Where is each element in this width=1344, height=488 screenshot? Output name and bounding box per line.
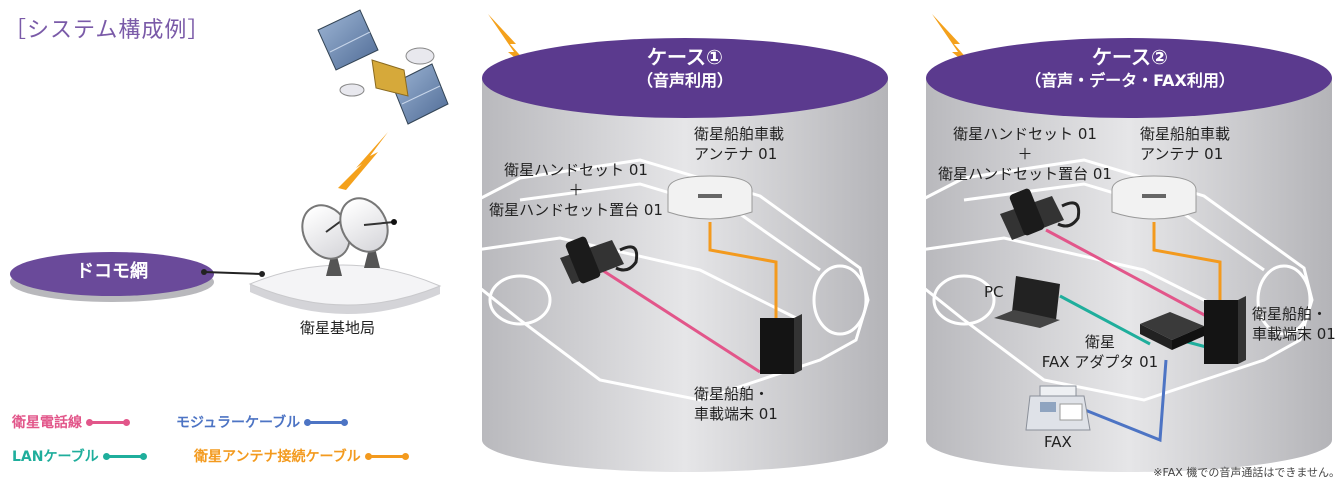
phone-line-case2 xyxy=(1045,228,1211,320)
footnote: ※FAX 機での音声通話はできません。 xyxy=(1153,466,1340,479)
antenna-cable-case1 xyxy=(708,222,778,318)
case1-subtitle: （音声利用） xyxy=(636,71,733,90)
legend-swatch xyxy=(86,418,130,426)
docomo-network xyxy=(10,252,214,302)
case2-handset-label: 衛星ハンドセット 01 ＋ 衛星ハンドセット置台 01 xyxy=(938,125,1112,183)
vehicle-terminal-icon xyxy=(1204,296,1246,364)
case1-antenna-label: 衛星船舶車載 アンテナ 01 xyxy=(694,125,785,163)
case1-terminal-label: 衛星船舶・ 車載端末 01 xyxy=(694,385,778,423)
antenna-cable-case2 xyxy=(1152,222,1222,300)
vehicle-antenna-icon xyxy=(1111,175,1197,220)
case2-terminal-label: 衛星船舶・ 車載端末 01 xyxy=(1252,305,1336,343)
handset-cradle-icon xyxy=(560,236,639,284)
legend-phone-line: 衛星電話線 xyxy=(12,412,130,432)
case1-title: ケース① xyxy=(647,45,723,69)
legend-swatch xyxy=(304,418,349,426)
radio-signal-icons xyxy=(338,14,986,190)
legend-lan-cable: LANケーブル xyxy=(12,446,147,466)
case2-heading: ケース② （音声・データ・FAX利用） xyxy=(980,44,1280,92)
vehicle-terminal-icon xyxy=(760,314,802,374)
case2-cylinder xyxy=(926,38,1332,472)
page-title: ［システム構成例］ xyxy=(4,18,211,43)
legend-antenna-cable: 衛星アンテナ接続ケーブル xyxy=(194,446,409,466)
legend-modular-cable: モジュラーケーブル xyxy=(176,412,349,432)
case2-pc-label: PC xyxy=(984,283,1004,301)
parabolic-antenna-icon xyxy=(301,197,397,276)
ground-station-label: 衛星基地局 xyxy=(300,319,376,337)
case2-title: ケース② xyxy=(1092,45,1168,69)
fax-adapter-icon xyxy=(1140,312,1204,350)
network-link xyxy=(203,271,263,275)
vehicle-outline-case1 xyxy=(456,158,870,402)
docomo-network-label: ドコモ網 xyxy=(76,261,148,282)
case2-fax-label: FAX xyxy=(1044,433,1072,451)
case2-fax-adapter-label: 衛星 FAX アダプタ 01 xyxy=(1041,333,1159,371)
lightning-icon xyxy=(338,132,388,190)
handset-cradle-icon xyxy=(1000,188,1081,240)
phone-line-case1 xyxy=(601,268,761,374)
vehicle-antenna-icon xyxy=(667,175,753,220)
case1-heading: ケース① （音声利用） xyxy=(560,44,810,92)
lightning-icon xyxy=(488,14,542,80)
lightning-icon xyxy=(932,14,986,80)
ground-station-platform xyxy=(248,264,442,315)
case1-handset-label: 衛星ハンドセット 01 ＋ 衛星ハンドセット置台 01 xyxy=(489,161,663,219)
modular-cable-case2 xyxy=(1079,359,1168,443)
fax-machine-icon xyxy=(1025,385,1091,431)
laptop-icon xyxy=(994,276,1060,328)
legend-swatch xyxy=(102,452,147,460)
case1-cylinder xyxy=(482,38,888,472)
case2-antenna-label: 衛星船舶車載 アンテナ 01 xyxy=(1140,125,1231,163)
satellite-icon xyxy=(317,9,449,125)
case2-subtitle: （音声・データ・FAX利用） xyxy=(1025,71,1235,90)
legend-swatch xyxy=(364,452,409,460)
